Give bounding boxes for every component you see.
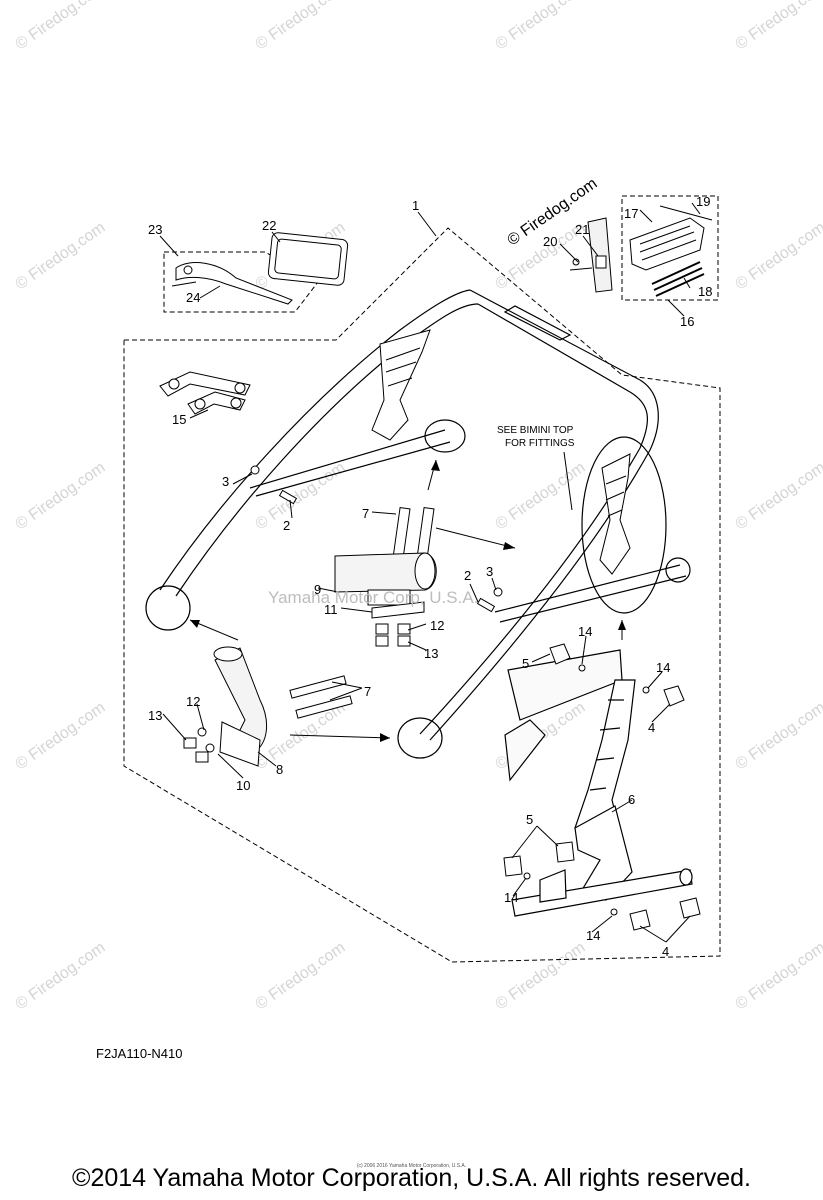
callout-7b: 7 [364, 684, 371, 699]
callout-10: 10 [236, 778, 250, 793]
callout-23: 23 [148, 222, 162, 237]
watermark-text: © Firedog.com [253, 0, 349, 53]
mirror-kit [171, 232, 349, 305]
tower-frame [145, 289, 691, 759]
tiny-copyright: (c) 2006 2016 Yamaha Motor Corporation, … [356, 1163, 467, 1169]
assembly-boundary [123, 227, 721, 963]
callout-5b: 5 [526, 812, 533, 827]
arrow-heads [190, 460, 626, 742]
watermark-text: © Firedog.com [733, 699, 823, 773]
callout-2b: 2 [464, 568, 471, 583]
watermark-text: © Firedog.com [493, 0, 589, 53]
center-watermark: Yamaha Motor Corp, U.S.A. [268, 588, 478, 607]
callout-12b: 12 [186, 694, 200, 709]
callout-13b: 13 [148, 708, 162, 723]
copyright-notice: ©2014 Yamaha Motor Corporation, U.S.A. A… [72, 1164, 751, 1192]
callout-22: 22 [262, 218, 276, 233]
callout-15: 15 [172, 412, 186, 427]
callout-14: 14 [578, 624, 592, 639]
callout-4: 4 [648, 720, 655, 735]
frame-board-rack [371, 329, 631, 575]
callout-14c: 14 [504, 890, 518, 905]
watermark-text: © Firedog.com [733, 459, 823, 533]
rack-kit-boundary [621, 195, 719, 301]
note-line-1: SEE BIMINI TOP [497, 425, 574, 436]
callout-4b: 4 [662, 944, 669, 959]
watermark-text: © Firedog.com [13, 219, 109, 293]
callout-12: 12 [430, 618, 444, 633]
callout-21: 21 [575, 222, 589, 237]
watermark-layer: © Firedog.com © Firedog.com © Firedog.com ©… [13, 0, 823, 1013]
callout-13: 13 [424, 646, 438, 661]
diagram-code: F2JA110-N410 [96, 1046, 183, 1061]
watermark-text: © Firedog.com [493, 459, 589, 533]
watermark-text: © Firedog.com [733, 219, 823, 293]
callouts: 1 2 2 3 3 4 4 5 5 6 7 7 8 9 10 11 12 12 … [148, 194, 712, 959]
callout-18: 18 [698, 284, 712, 299]
callout-6: 6 [628, 792, 635, 807]
callout-5: 5 [522, 656, 529, 671]
watermark-text: © Firedog.com [13, 699, 109, 773]
watermark-text: © Firedog.com [733, 0, 823, 53]
watermark-text: © Firedog.com [253, 939, 349, 1013]
hardware [159, 371, 701, 931]
callout-14d: 14 [586, 928, 600, 943]
callout-3: 3 [222, 474, 229, 489]
watermark-text: © Firedog.com [13, 0, 109, 53]
callout-3b: 3 [486, 564, 493, 579]
rack-detail [504, 649, 693, 917]
callout-1: 1 [412, 198, 419, 213]
watermark-text: © Firedog.com [13, 459, 109, 533]
callout-11: 11 [324, 602, 338, 617]
leader-lines [159, 202, 701, 943]
callout-20: 20 [543, 234, 557, 249]
watermark-text: © Firedog.com [253, 459, 349, 533]
rack-kit [569, 205, 713, 297]
callout-19: 19 [696, 194, 710, 209]
callout-24: 24 [186, 290, 200, 305]
watermark-text: © Firedog.com [493, 939, 589, 1013]
callout-7: 7 [362, 506, 369, 521]
callout-8: 8 [276, 762, 283, 777]
mirror-kit-boundary [163, 251, 319, 313]
watermark-text: © Firedog.com [13, 939, 109, 1013]
callout-14b: 14 [656, 660, 670, 675]
note-line-2: FOR FITTINGS [505, 438, 575, 449]
callout-9: 9 [314, 582, 321, 597]
watermark-text: © Firedog.com [733, 939, 823, 1013]
callout-16: 16 [680, 314, 694, 329]
callout-17: 17 [624, 206, 638, 221]
callout-2: 2 [283, 518, 290, 533]
